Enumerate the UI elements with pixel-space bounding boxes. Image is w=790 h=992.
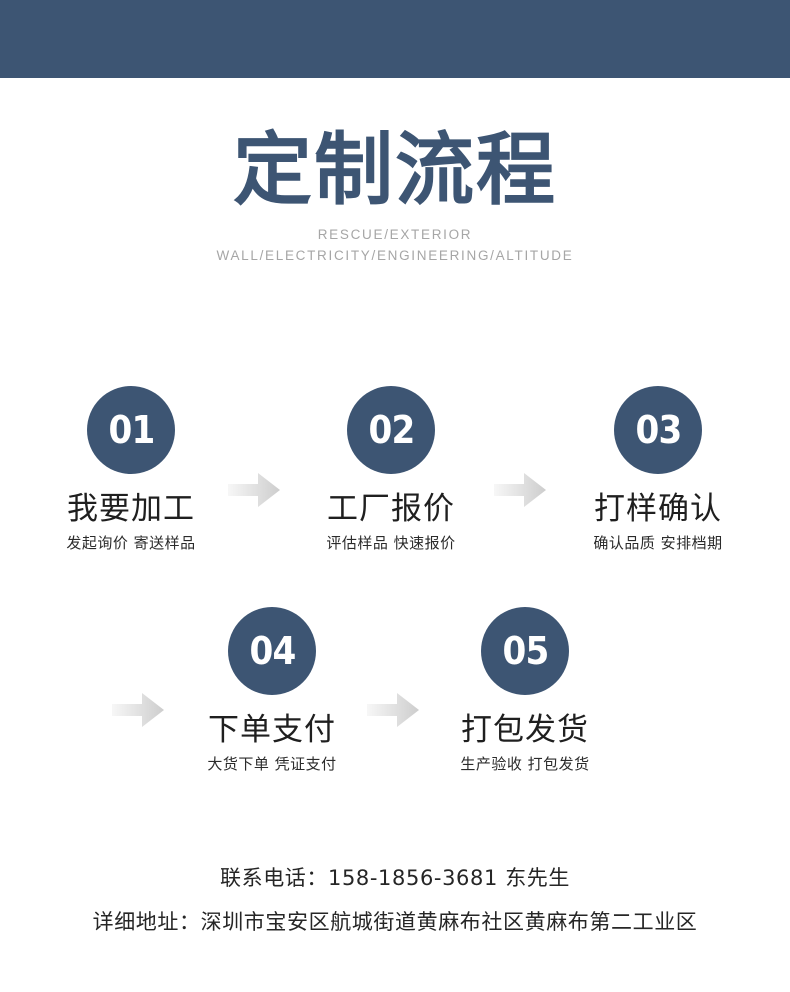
step-item-05[interactable]: 05 打包发货 生产验收 打包发货 <box>410 607 640 773</box>
top-banner-bar <box>0 0 790 78</box>
step-badge-03: 03 <box>614 386 702 474</box>
step-desc-02: 评估样品 快速报价 <box>326 534 456 553</box>
step-item-04[interactable]: 04 下单支付 大货下单 凭证支付 <box>157 607 387 773</box>
contact-block: 联系电话：158-1856-3681 东先生 详细地址：深圳市宝安区航城街道黄麻… <box>0 862 790 938</box>
step-item-02[interactable]: 02 工厂报价 评估样品 快速报价 <box>276 386 506 552</box>
step-number-05: 05 <box>502 629 549 673</box>
step-desc-01: 发起询价 寄送样品 <box>66 534 196 553</box>
step-item-01[interactable]: 01 我要加工 发起询价 寄送样品 <box>16 386 246 552</box>
step-number-04: 04 <box>249 629 296 673</box>
arrow-right-icon <box>494 472 546 508</box>
page-subtitle: RESCUE/EXTERIOR WALL/ELECTRICITY/ENGINEE… <box>216 227 574 264</box>
step-title-04: 下单支付 <box>208 712 336 748</box>
page-title: 定制流程 <box>233 124 557 216</box>
step-badge-02: 02 <box>347 386 435 474</box>
arrow-right-icon <box>367 692 419 728</box>
step-title-05: 打包发货 <box>461 712 589 748</box>
step-number-03: 03 <box>635 408 682 452</box>
contact-address-line: 详细地址：深圳市宝安区航城街道黄麻布社区黄麻布第二工业区 <box>92 909 698 934</box>
step-number-02: 02 <box>368 408 415 452</box>
step-title-01: 我要加工 <box>67 491 195 527</box>
step-title-03: 打样确认 <box>594 491 722 527</box>
step-item-03[interactable]: 03 打样确认 确认品质 安排档期 <box>543 386 773 552</box>
step-badge-01: 01 <box>87 386 175 474</box>
step-badge-05: 05 <box>481 607 569 695</box>
step-badge-04: 04 <box>228 607 316 695</box>
heading-block: 定制流程 RESCUE/EXTERIOR WALL/ELECTRICITY/EN… <box>0 124 790 267</box>
step-number-01: 01 <box>108 408 155 452</box>
arrow-right-icon <box>112 692 164 728</box>
step-desc-05: 生产验收 打包发货 <box>460 755 590 774</box>
step-title-02: 工厂报价 <box>327 491 455 527</box>
arrow-right-icon <box>228 472 280 508</box>
step-desc-03: 确认品质 安排档期 <box>593 534 723 553</box>
step-desc-04: 大货下单 凭证支付 <box>207 755 337 774</box>
contact-phone-line: 联系电话：158-1856-3681 东先生 <box>220 866 570 890</box>
